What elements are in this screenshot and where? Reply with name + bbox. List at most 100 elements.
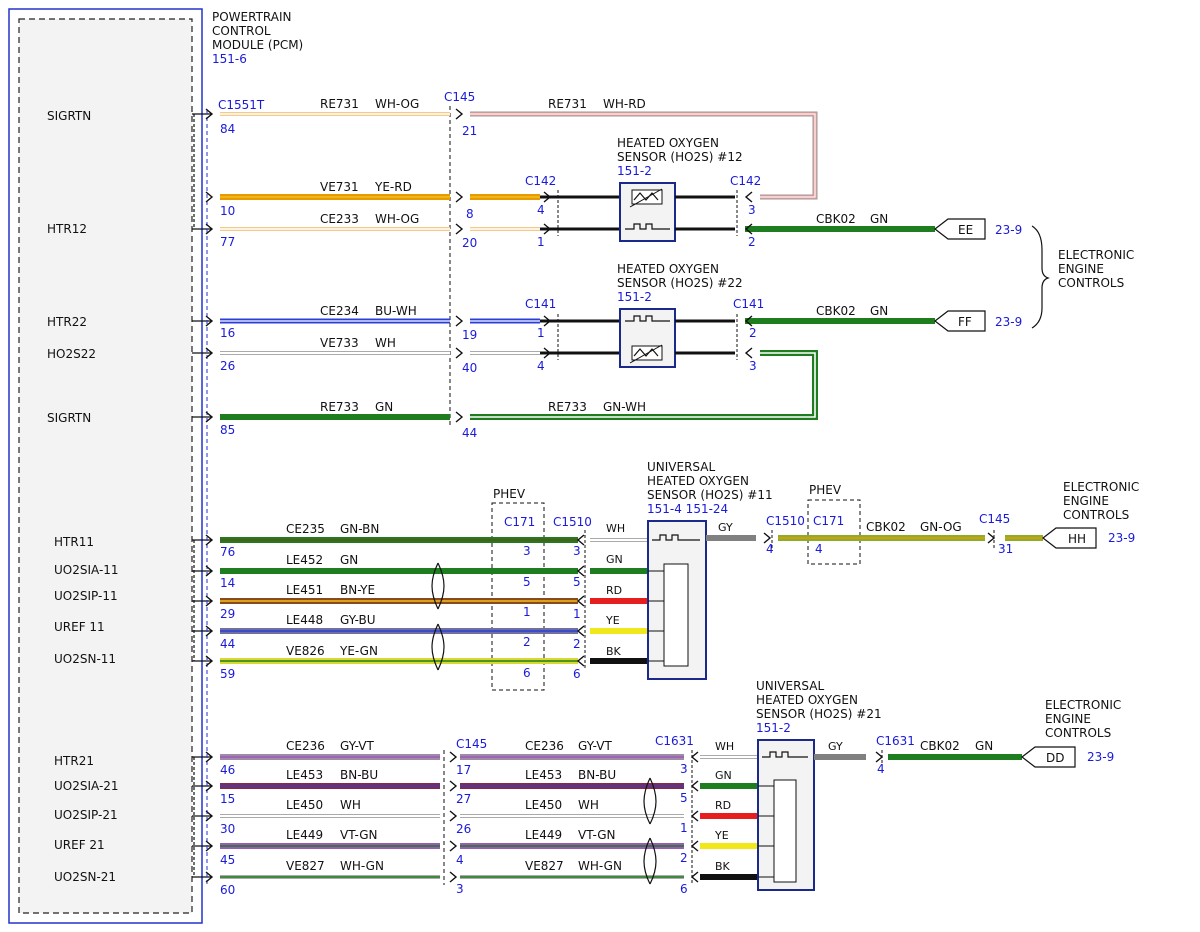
sensor-lead-color: GY [718, 521, 733, 534]
circuit-label: RE731 [320, 97, 359, 111]
color-label: WH-GN [340, 859, 384, 873]
sensor21-title-3: SENSOR (HO2S) #21 [756, 707, 882, 721]
pin-number: 84 [220, 122, 235, 136]
color-label: WH-GN [578, 859, 622, 873]
circuit-label: RE733 [320, 400, 359, 414]
dest-ee-flag[interactable] [934, 218, 986, 240]
dest-hh-ref[interactable]: 23-9 [1108, 531, 1135, 545]
circuit-label: LE450 [286, 798, 323, 812]
pin-number: 44 [220, 637, 235, 651]
circuit-label: VE827 [525, 859, 564, 873]
circuit-label: CBK02 [816, 212, 856, 226]
circuit-label: CE235 [286, 522, 325, 536]
color-label: GY-BU [340, 613, 376, 627]
color-label: YE-RD [374, 180, 412, 194]
color-label: VT-GN [340, 828, 377, 842]
pin-number: 76 [220, 545, 235, 559]
color-label: GN [870, 304, 888, 318]
pin-number: 6 [523, 666, 531, 680]
circuit-label: VE731 [320, 180, 359, 194]
color-label: GY-VT [578, 739, 612, 753]
sensor21-title-1: UNIVERSAL [756, 679, 824, 693]
pin-number: 31 [998, 542, 1013, 556]
pin-number: 19 [462, 328, 477, 342]
circuit-label: VE826 [286, 644, 325, 658]
pin-number: 3 [573, 544, 581, 558]
eec-label-2: ENGINE [1058, 262, 1104, 276]
pcm-pin-label: HTR11 [54, 535, 94, 549]
sensor-lead-color: BK [715, 860, 731, 873]
eec-hh-label-2: ENGINE [1063, 494, 1109, 508]
circuit-label: LE453 [286, 768, 323, 782]
c145-upper-id: C145 [444, 90, 475, 104]
pin-number: 5 [523, 575, 531, 589]
dest-dd-ref[interactable]: 23-9 [1087, 750, 1114, 764]
color-label: GN [975, 739, 993, 753]
sensor-lead-color: WH [606, 522, 625, 535]
pin-number: 4 [456, 853, 464, 867]
c142-left-id: C142 [525, 174, 556, 188]
sensor-lead-color: RD [715, 799, 731, 812]
color-label: BN-BU [578, 768, 616, 782]
sensor11-title-1: UNIVERSAL [647, 460, 715, 474]
pcm-title-3: MODULE (PCM) [212, 38, 303, 52]
circuit-label: RE731 [548, 97, 587, 111]
pcm-pin-label: UO2SN-21 [54, 870, 116, 884]
pcm-pin-label: UO2SIP-11 [54, 589, 118, 603]
color-label: GN-BN [340, 522, 379, 536]
sensor-lead-color: RD [606, 584, 622, 597]
pin-number: 4 [877, 762, 885, 776]
pcm-pin-label: UREF 21 [54, 838, 105, 852]
pin-number: 5 [680, 791, 688, 805]
c1631-left-id: C1631 [655, 734, 694, 748]
sensor11-cell [663, 563, 689, 667]
circuit-label: LE452 [286, 553, 323, 567]
c145-hh-id: C145 [979, 512, 1010, 526]
pcm-module-body [18, 18, 193, 914]
color-label: WH-OG [375, 97, 419, 111]
pcm-connector-id: C1551T [218, 98, 265, 112]
pin-number: 26 [220, 359, 235, 373]
sensor22-left-leads [540, 319, 620, 355]
dest-ee-ref[interactable]: 23-9 [995, 223, 1022, 237]
pin-number: 8 [466, 207, 474, 221]
pin-number: 1 [537, 326, 545, 340]
dest-hh-flag[interactable] [1042, 527, 1097, 549]
circuit-label: CE236 [286, 739, 325, 753]
pin-number: 15 [220, 792, 235, 806]
pcm-pin-label: SIGRTN [47, 109, 91, 123]
sensor-lead-color: GN [715, 769, 732, 782]
circuit-label: CE236 [525, 739, 564, 753]
circuit-label: VE733 [320, 336, 359, 350]
pin-number: 4 [815, 542, 823, 556]
pcm-pin-label: SIGRTN [47, 411, 91, 425]
color-label: WH [340, 798, 361, 812]
pcm-pin-label: UO2SN-11 [54, 652, 116, 666]
pin-number: 45 [220, 853, 235, 867]
dest-ff-ref[interactable]: 23-9 [995, 315, 1022, 329]
dest-dd-flag[interactable] [1021, 746, 1076, 768]
circuit-label: CBK02 [866, 520, 906, 534]
twisted-pair-icon [643, 777, 657, 885]
c142-right-id: C142 [730, 174, 761, 188]
sensor-lead-color: WH [715, 740, 734, 753]
sensor12-title-2: SENSOR (HO2S) #12 [617, 150, 743, 164]
pcm-ref: 151-6 [212, 52, 247, 66]
pcm-title-2: CONTROL [212, 24, 271, 38]
color-label: GY-VT [340, 739, 374, 753]
pin-number: 14 [220, 576, 235, 590]
pin-number: 46 [220, 763, 235, 777]
pin-number: 1 [680, 821, 688, 835]
c145-lower-id: C145 [456, 737, 487, 751]
dest-ff-flag[interactable] [934, 310, 986, 332]
color-label: WH-OG [375, 212, 419, 226]
sensor22-ref: 151-2 [617, 290, 652, 304]
sensor22-title-1: HEATED OXYGEN [617, 262, 719, 276]
pin-number: 26 [456, 822, 471, 836]
sensor22-title-2: SENSOR (HO2S) #22 [617, 276, 743, 290]
sensor-lead-color: GY [828, 740, 843, 753]
pcm-pin-label: HTR22 [47, 315, 87, 329]
sensor-lead-color: BK [606, 645, 622, 658]
pcm-pin-label: UO2SIA-21 [54, 779, 119, 793]
